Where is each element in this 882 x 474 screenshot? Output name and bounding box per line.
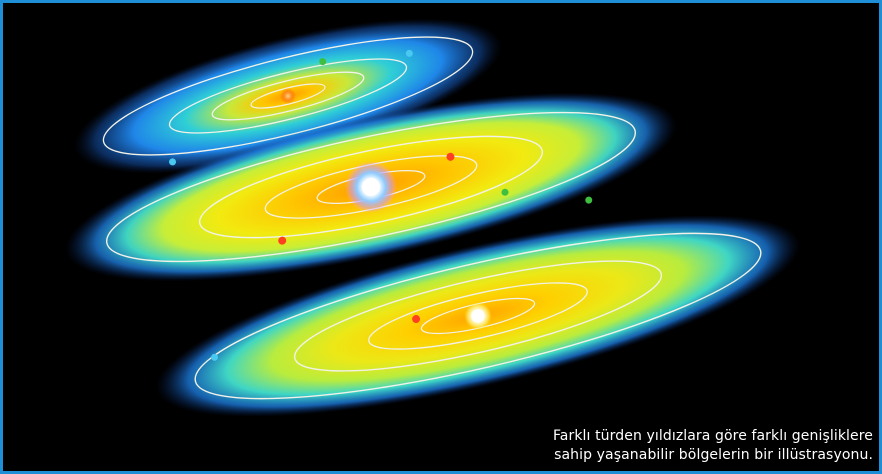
orbit-line: [168, 58, 408, 134]
caption: Farklı türden yıldızlara göre farklı gen…: [493, 427, 873, 465]
orbit-line: [198, 135, 544, 239]
star-icon: [471, 309, 485, 323]
orbit-line: [105, 111, 637, 263]
caption-line-2: sahip yaşanabilir bölgelerin bir illüstr…: [554, 447, 873, 463]
planet-icon: [446, 152, 455, 161]
sun-like-system: [156, 196, 800, 417]
caption-line-1: Farklı türden yıldızlara göre farklı gen…: [552, 428, 873, 444]
orbit-line: [194, 232, 762, 400]
habitable-zones-illustration: [65, 18, 800, 417]
planet-icon: [319, 58, 327, 66]
planet-icon: [405, 49, 413, 57]
planet-icon: [169, 158, 177, 166]
planet-icon: [501, 188, 509, 196]
orbit-line: [368, 282, 588, 350]
orbit-line: [293, 260, 663, 372]
orbit-line: [211, 71, 365, 121]
planet-icon: [278, 236, 287, 245]
planet-icon: [412, 315, 421, 324]
orbit-line: [250, 83, 326, 109]
hot-star-system: [65, 92, 677, 282]
star-icon: [362, 178, 380, 196]
star-icon: [280, 88, 296, 104]
planet-icon: [211, 353, 219, 361]
planet-icon: [585, 196, 593, 204]
